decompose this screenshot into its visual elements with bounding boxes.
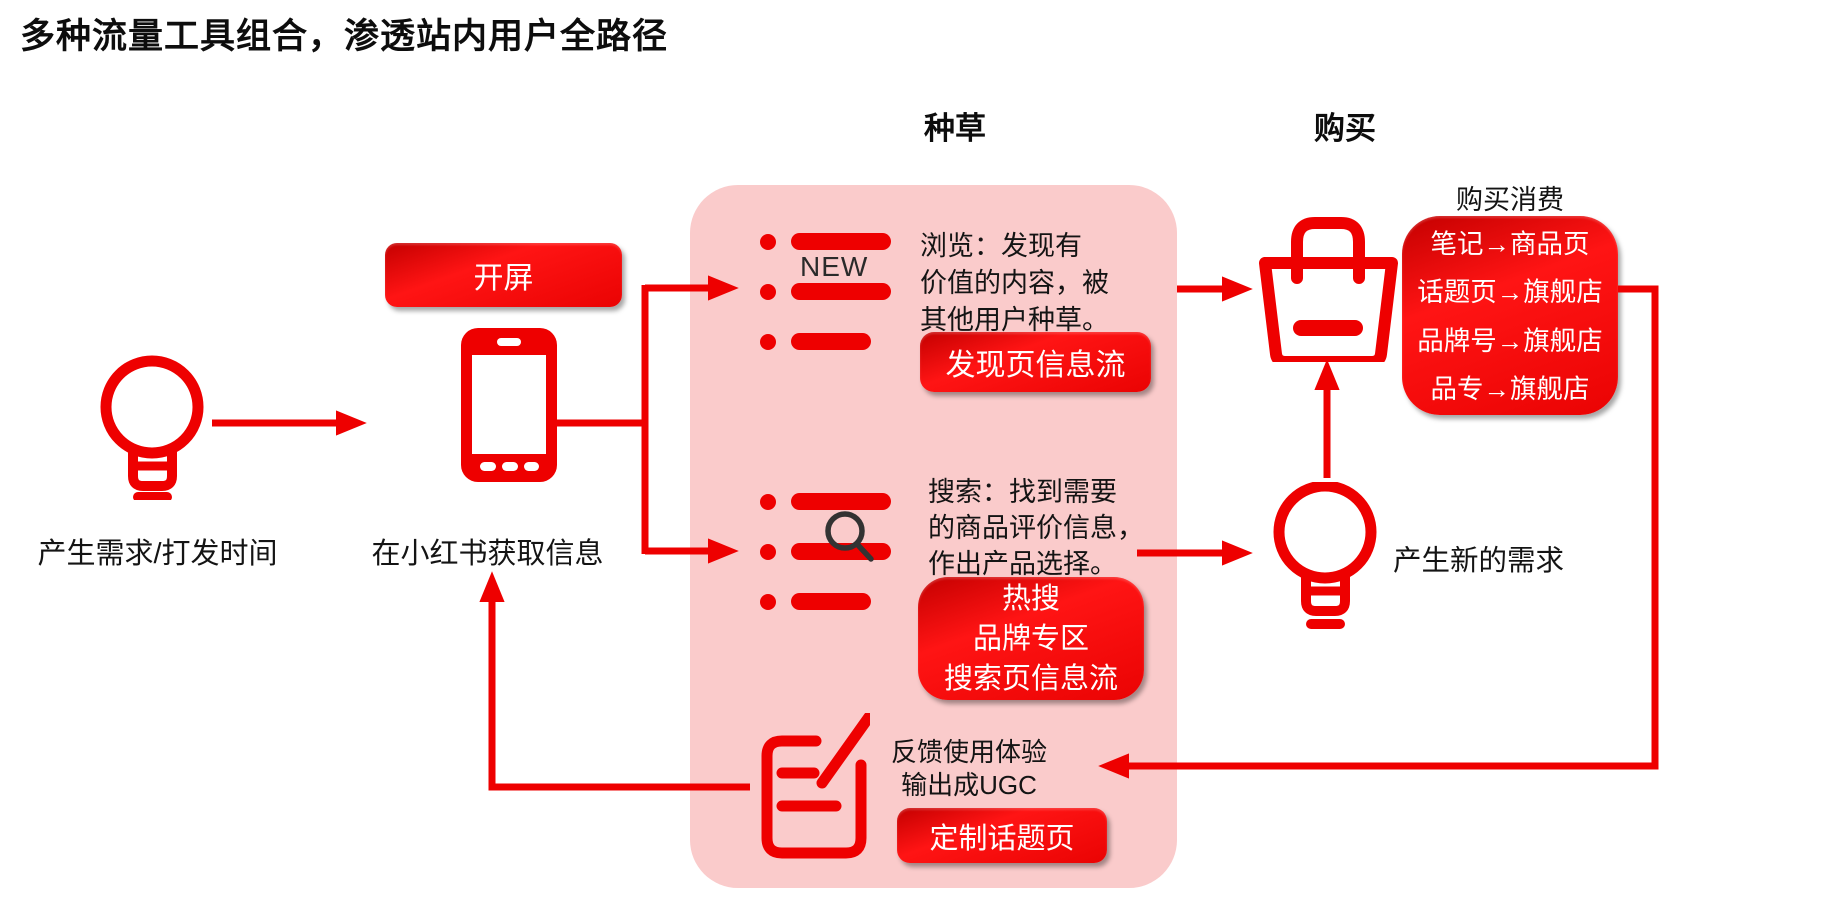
demand-label: 产生需求/打发时间 [37,538,278,570]
purchase-path: 话题页→旗舰店 [1417,277,1603,307]
search-icon [825,511,874,562]
ugc-description: 反馈使用体验 输出成UGC [890,737,1047,800]
purchase-path: 品专→旗舰店 [1430,374,1590,404]
browse-description: 浏览：发现有 价值的内容，被 其他用户种草。 [920,231,1109,335]
purchase-path: 笔记→商品页 [1430,228,1590,259]
discover-feed-button: 发现页信息流 [920,332,1151,392]
new-need-label: 产生新的需求 [1393,545,1565,577]
app-label: 在小红书获取信息 [371,538,604,570]
purchase-consume-label: 购买消费 [1456,185,1564,215]
new-need-lightbulb-icon [1273,482,1377,629]
purchase-paths-box: 笔记→商品页 话题页→旗舰店 品牌号→旗舰店 品专→旗舰店 [1402,216,1618,415]
phone-icon [461,328,557,482]
search-tools-button: 热搜 品牌专区 搜索页信息流 [918,577,1144,700]
stage-header-seeding: 种草 [924,111,986,146]
purchase-path: 品牌号→旗舰店 [1417,325,1603,356]
shopping-bag-icon [1259,217,1398,362]
connector-phone-split [557,285,649,554]
open-screen-button: 开屏 [385,243,622,307]
page-title: 多种流量工具组合，渗透站内用户全路径 [20,17,669,56]
search-description: 搜索：找到需要 的商品评价信息， 作出产品选择。 [928,477,1144,579]
new-badge: NEW [800,251,869,282]
stage-header-purchase: 购买 [1314,111,1376,146]
feed-list-icon [760,233,891,383]
custom-topic-button: 定制话题页 [897,808,1107,863]
edit-note-icon [761,713,870,859]
lightbulb-icon [100,355,204,500]
